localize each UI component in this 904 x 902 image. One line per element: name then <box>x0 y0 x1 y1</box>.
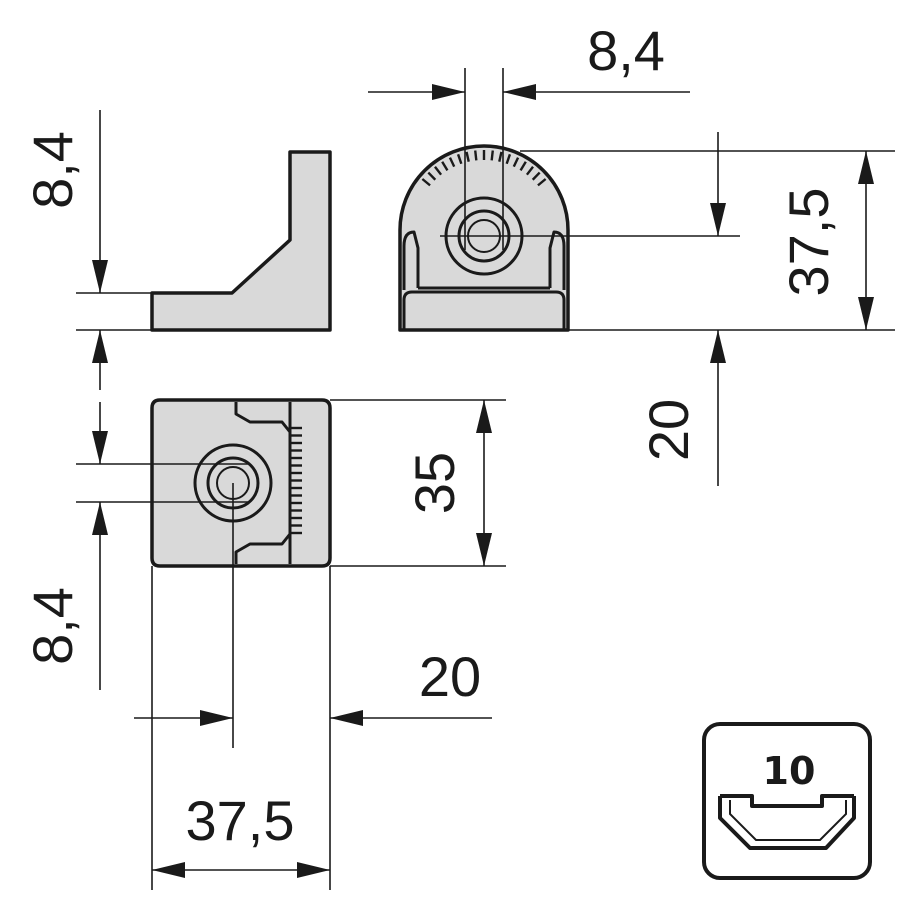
top-view: 8,4 35 20 37,5 <box>21 398 506 890</box>
serration-tick <box>490 150 494 161</box>
serration-tick <box>448 157 456 168</box>
slot-size-label: 10 <box>763 749 816 793</box>
serration-tick <box>519 161 527 171</box>
front-serration <box>421 150 547 187</box>
front-total-height-label: 37,5 <box>777 188 840 297</box>
serration-tick <box>465 151 470 162</box>
serration-tick <box>537 178 547 187</box>
slot-size-badge: 10 <box>702 722 872 880</box>
serration-tick <box>498 151 503 162</box>
top-depth-label: 20 <box>419 645 481 708</box>
serration-tick <box>531 171 541 181</box>
serration-tick <box>456 153 463 165</box>
top-serration <box>290 426 302 535</box>
front-view: 8,4 37,5 20 <box>368 19 895 486</box>
serration-tick <box>512 157 520 168</box>
serration-tick <box>434 166 443 176</box>
side-top-height-label: 8,4 <box>21 131 84 209</box>
serration-tick <box>441 161 449 171</box>
front-base-height-label: 20 <box>637 399 700 461</box>
serration-tick <box>505 153 512 165</box>
serration-tick <box>525 166 534 176</box>
front-hole-width-label: 8,4 <box>587 19 665 82</box>
serration-tick <box>474 150 478 161</box>
serration-tick <box>427 171 437 181</box>
top-width-label: 35 <box>403 452 466 514</box>
top-hole-offset-label: 8,4 <box>21 587 84 665</box>
t-slot-profile-icon <box>718 794 856 850</box>
side-view: 8,4 <box>21 110 332 390</box>
serration-tick <box>421 178 431 187</box>
top-length-label: 37,5 <box>186 789 295 852</box>
